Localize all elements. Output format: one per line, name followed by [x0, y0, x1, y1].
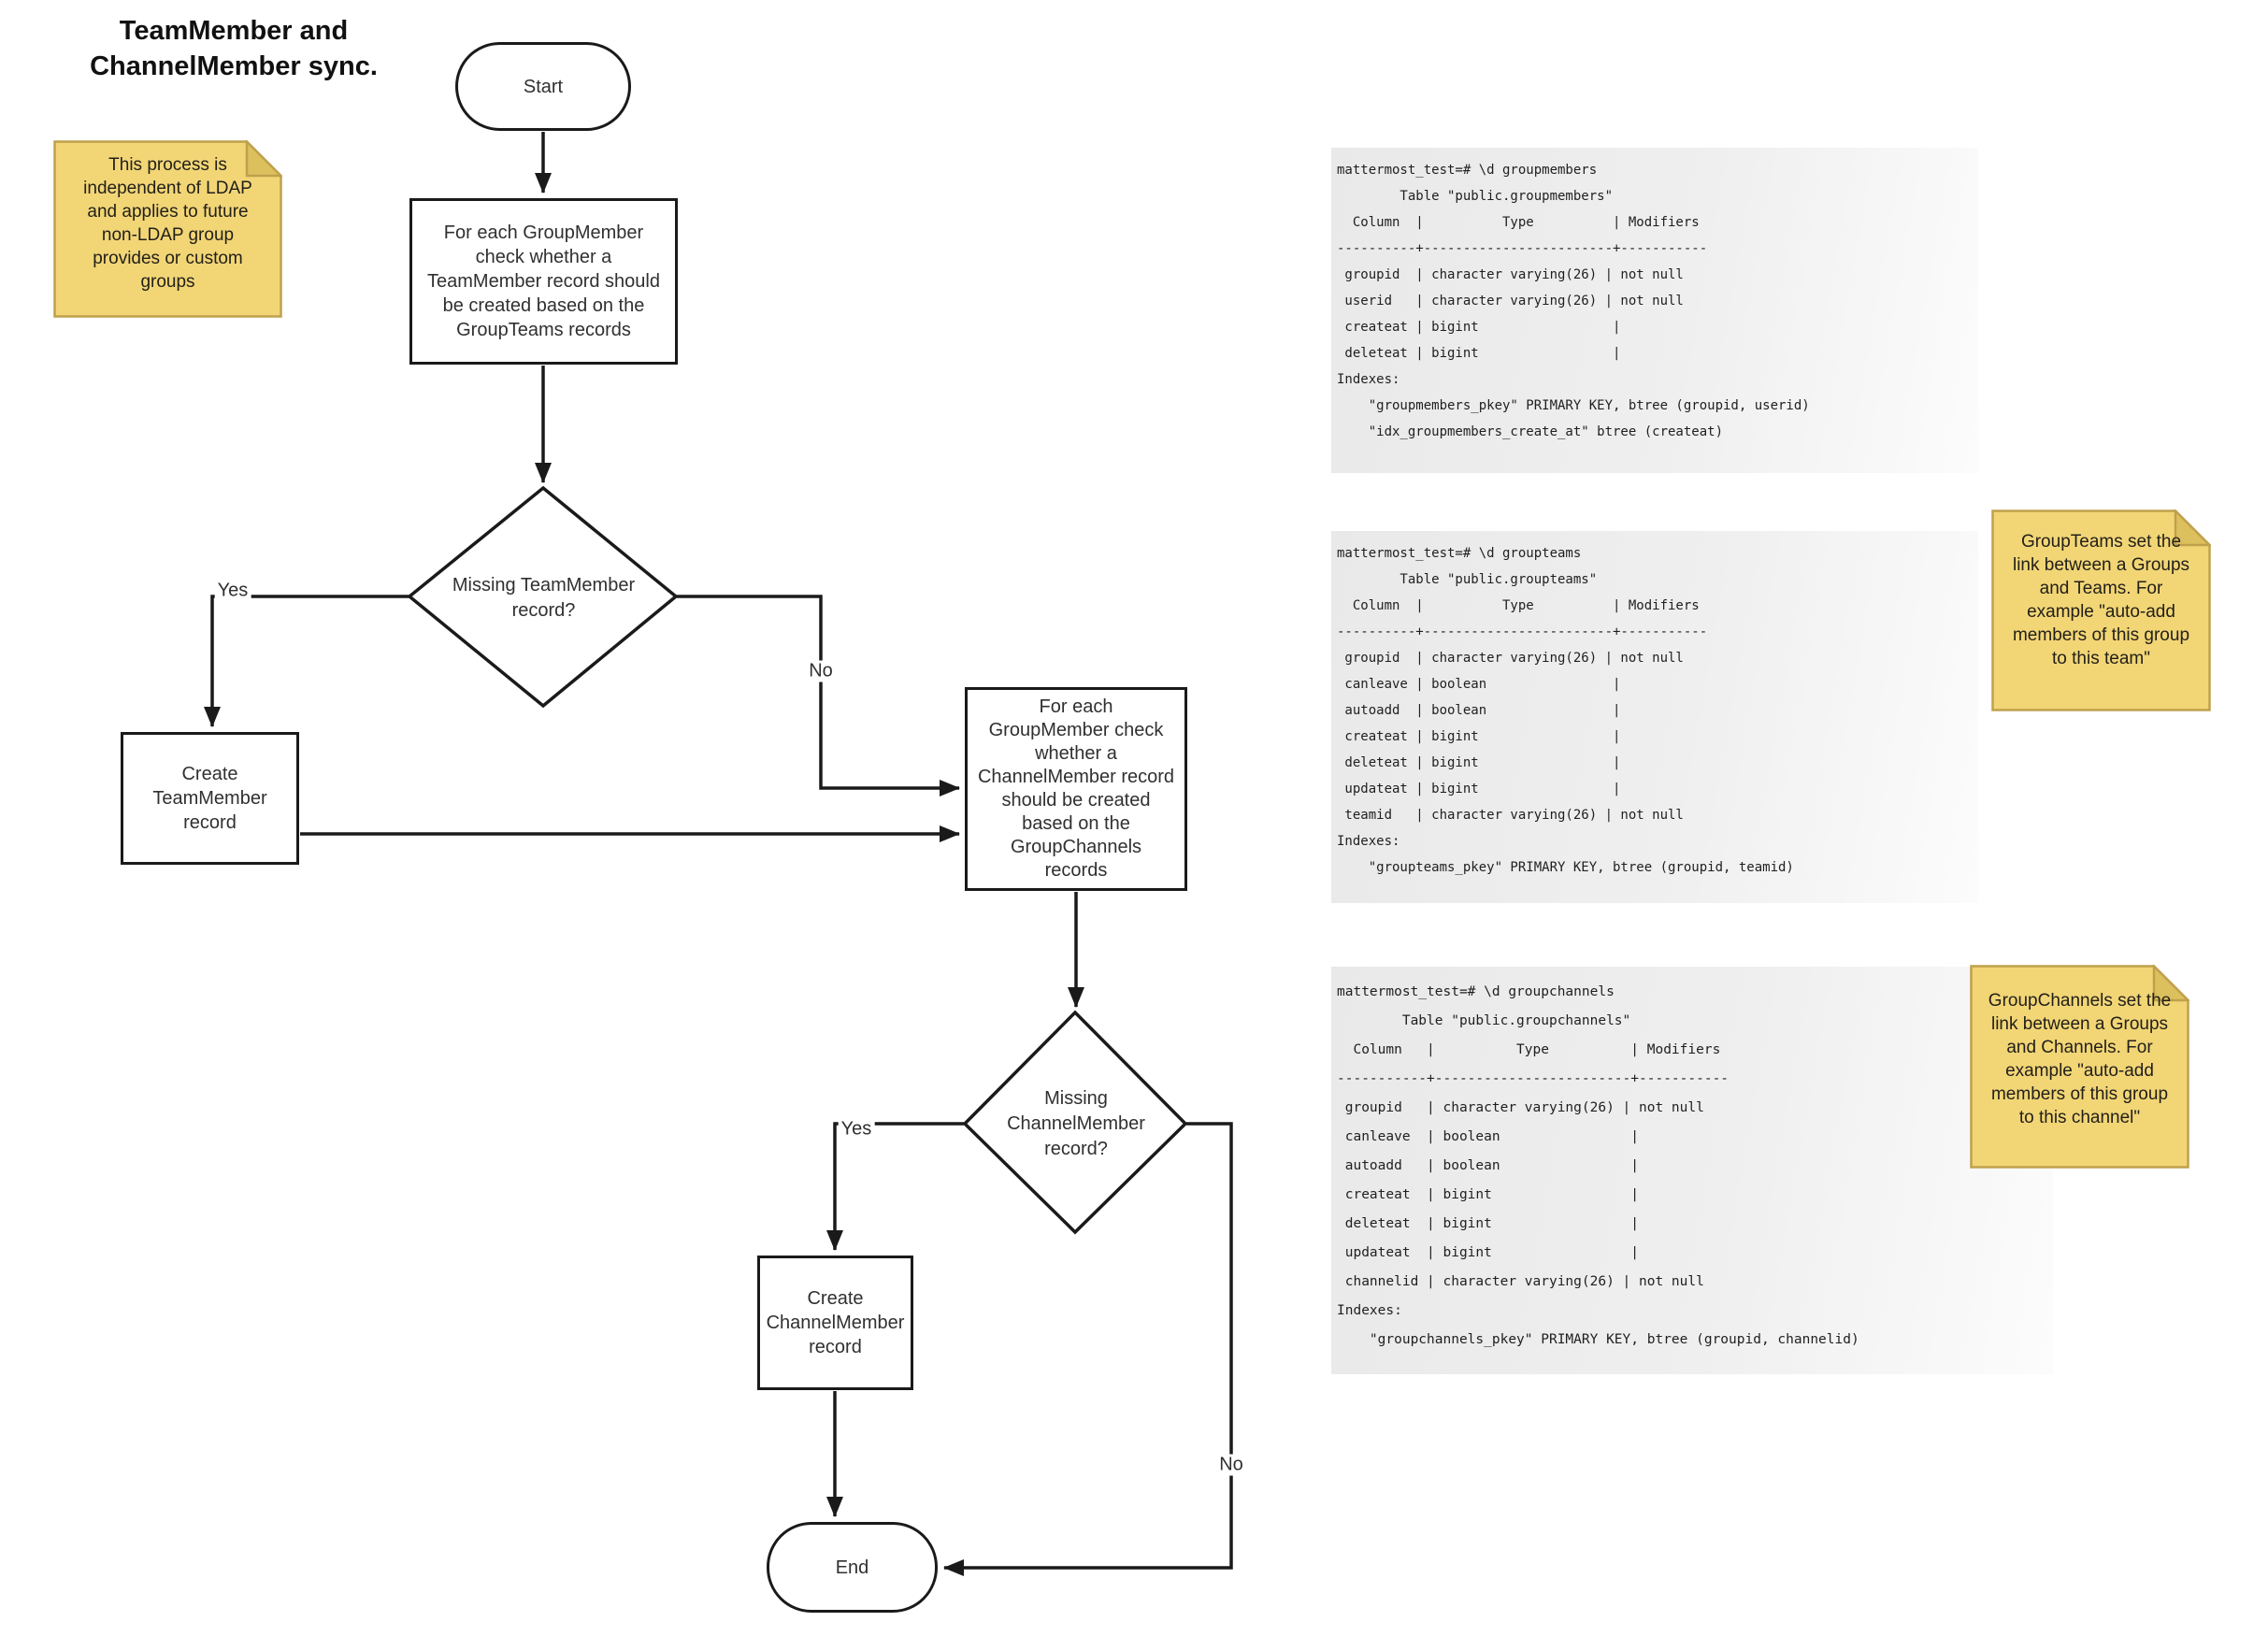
decision1-diamond: [407, 485, 679, 709]
edge-decision2-no-to-end: [943, 1122, 1233, 1576]
terminal-groupchannels: mattermost_test=# \d groupchannels Table…: [1331, 967, 2053, 1374]
edge-label-no2: No: [1216, 1454, 1246, 1476]
terminal-groupteams: mattermost_test=# \d groupteams Table "p…: [1331, 531, 1978, 903]
page-title: TeamMember and ChannelMember sync.: [90, 16, 378, 82]
edge-decision1-yes-to-createteam: [204, 595, 409, 727]
decision2-diamond: [962, 1010, 1188, 1235]
create-teammember-node: Create TeamMember record: [121, 732, 299, 865]
note-ldap-text: This process is independent of LDAP and …: [83, 155, 252, 292]
note-shape: [1970, 965, 2189, 1169]
note-shape: [1991, 509, 2211, 711]
note-groupteams: GroupTeams set the link between a Groups…: [1991, 509, 2211, 711]
edge-decision2-yes-to-createchannel: [826, 1122, 964, 1251]
note-shape: [53, 140, 282, 318]
note-groupchannels: GroupChannels set the link between a Gro…: [1970, 965, 2189, 1169]
edge-label-yes1: Yes: [214, 580, 251, 602]
edge-decision1-no-to-process2: [677, 595, 960, 796]
decision1-label: Missing TeamMember record?: [452, 575, 636, 621]
start-node: Start: [455, 42, 631, 131]
edge-label-yes2: Yes: [838, 1118, 875, 1141]
terminal-groupmembers: mattermost_test=# \d groupmembers Table …: [1331, 148, 1978, 473]
note-groupchannels-text: GroupChannels set the link between a Gro…: [1988, 991, 2172, 1127]
process2-node: For each GroupMember check whether a Cha…: [965, 687, 1187, 891]
create-channelmember-node: Create ChannelMember record: [757, 1256, 913, 1390]
decision2-label: Missing ChannelMember record?: [1007, 1088, 1145, 1159]
end-node: End: [767, 1522, 938, 1613]
edge-label-no1: No: [806, 660, 836, 682]
process1-node: For each GroupMember check whether a Tea…: [409, 198, 678, 365]
note-ldap: This process is independent of LDAP and …: [53, 140, 282, 318]
note-groupteams-text: GroupTeams set the link between a Groups…: [2012, 532, 2190, 668]
